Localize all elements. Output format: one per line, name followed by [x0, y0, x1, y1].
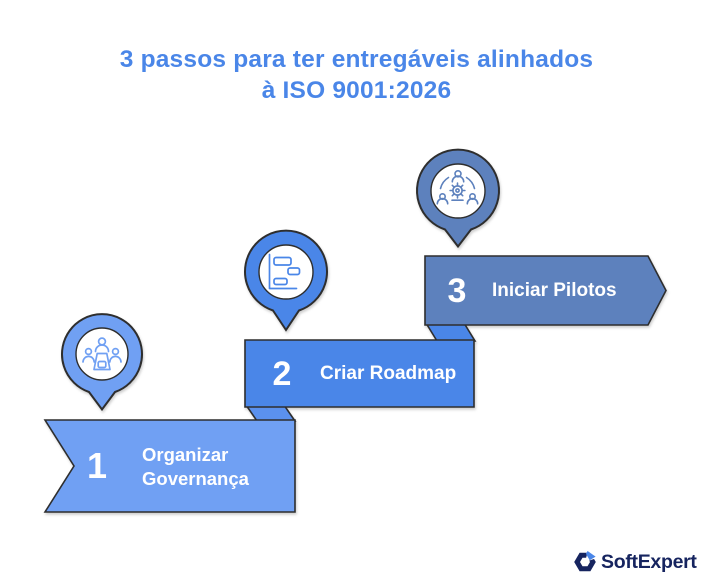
step2-number: 2 — [272, 355, 292, 393]
page-title: 3 passos para ter entregáveis alinhados … — [0, 44, 713, 106]
step3-label: Iniciar Pilotos — [492, 280, 617, 301]
step1-pin — [61, 313, 143, 412]
ribbon-banners — [43, 255, 667, 513]
step2-pin — [244, 229, 328, 332]
meeting-governance-icon — [82, 337, 122, 371]
team-gear-icon — [436, 170, 479, 205]
step3-number: 3 — [447, 272, 467, 310]
softexpert-logo-icon — [574, 550, 599, 572]
gantt-roadmap-icon — [268, 253, 301, 290]
step-pins — [61, 148, 500, 412]
step3-banner — [424, 255, 667, 326]
title-line-2: à ISO 9001:2026 — [261, 77, 452, 104]
step3-pin — [416, 148, 500, 249]
step1-label: Organizar Governança — [142, 444, 249, 489]
step2-banner — [244, 339, 475, 408]
step2-label: Criar Roadmap — [320, 363, 457, 384]
step2-pin-inner — [258, 244, 314, 300]
title-line-1: 3 passos para ter entregáveis alinhados — [119, 46, 594, 73]
softexpert-logo-text: SoftExpert — [601, 551, 697, 573]
step1-number: 1 — [86, 445, 108, 486]
step1-banner — [43, 419, 296, 513]
step3-pin-inner — [430, 163, 486, 219]
logo-accent — [585, 551, 596, 561]
